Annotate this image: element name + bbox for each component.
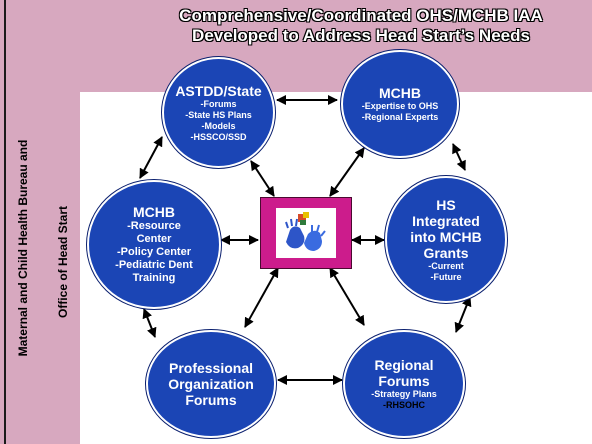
node-mchb-top-item: -Regional Experts xyxy=(361,112,439,122)
node-hs-title-line: HS xyxy=(436,196,456,213)
node-mchb-left-item: Training xyxy=(132,272,176,284)
node-astdd-state: ASTDD/State -Forums -State HS Plans -Mod… xyxy=(162,57,275,168)
left-band xyxy=(0,0,80,444)
node-mchb-left-title: MCHB xyxy=(133,204,175,220)
node-professional-title-line: Forums xyxy=(185,392,237,408)
node-regional-title-line: Forums xyxy=(378,373,430,389)
arrow-hs-regional xyxy=(454,296,472,333)
arrow-center-regional xyxy=(329,267,365,326)
node-astdd-title: ASTDD/State xyxy=(175,82,262,99)
arrow-center-professional xyxy=(244,267,279,328)
arrow-center-mchb xyxy=(329,147,365,197)
hands-logo-icon xyxy=(285,212,326,251)
node-mchb-left: MCHB -Resource Center -Policy Center -Pe… xyxy=(87,180,221,309)
node-mchb-left-item: -Pediatric Dent xyxy=(115,259,193,271)
node-regional-item: -Strategy Plans xyxy=(371,389,437,399)
left-rule xyxy=(4,0,6,444)
node-mchb-top-title: MCHB xyxy=(379,85,421,101)
node-mchb-left-item: -Resource xyxy=(127,220,181,232)
node-hs-item: -Current xyxy=(428,260,464,271)
node-regional-forums: Regional Forums -Strategy Plans -RHSOHC xyxy=(343,330,465,438)
node-regional-item: -RHSOHC xyxy=(383,400,425,410)
top-band xyxy=(0,0,592,92)
node-astdd-item: -HSSCO/SSD xyxy=(190,131,247,142)
node-mchb-left-item: Center xyxy=(136,233,172,245)
node-astdd-item: -State HS Plans xyxy=(185,109,252,120)
node-astdd-item: -Models xyxy=(201,120,236,131)
node-hs-title-line: Integrated xyxy=(412,212,480,229)
title-line-2: Developed to Address Head Start’s Needs xyxy=(192,26,530,45)
node-regional-title-line: Regional xyxy=(374,357,434,373)
node-hs-item: -Future xyxy=(430,271,462,282)
arrow-professional-mchbleft xyxy=(142,308,157,338)
node-mchb-top: MCHB -Expertise to OHS -Regional Experts xyxy=(341,50,459,158)
center-logo-image xyxy=(276,208,336,258)
slide-title: Comprehensive/Coordinated OHS/MCHB IAA D… xyxy=(130,6,592,46)
node-mchb-left-item: -Policy Center xyxy=(117,246,191,258)
center-logo-box xyxy=(260,197,352,269)
node-mchb-top-item: -Expertise to OHS xyxy=(361,101,439,111)
node-hs-title-line: Grants xyxy=(423,244,469,261)
node-astdd-item: -Forums xyxy=(200,98,237,109)
title-line-1: Comprehensive/Coordinated OHS/MCHB IAA xyxy=(179,6,543,25)
node-professional-title-line: Professional xyxy=(168,360,254,376)
node-professional-title-line: Organization xyxy=(168,376,254,392)
node-hs-grants: HS Integrated into MCHB Grants -Current … xyxy=(385,176,507,303)
node-hs-title-line: into MCHB xyxy=(410,228,482,245)
node-professional-forums: Professional Organization Forums xyxy=(146,330,276,438)
arrow-mchb-hs xyxy=(452,143,466,171)
arrow-center-astdd xyxy=(250,160,275,197)
arrow-mchbleft-astdd xyxy=(139,136,163,179)
